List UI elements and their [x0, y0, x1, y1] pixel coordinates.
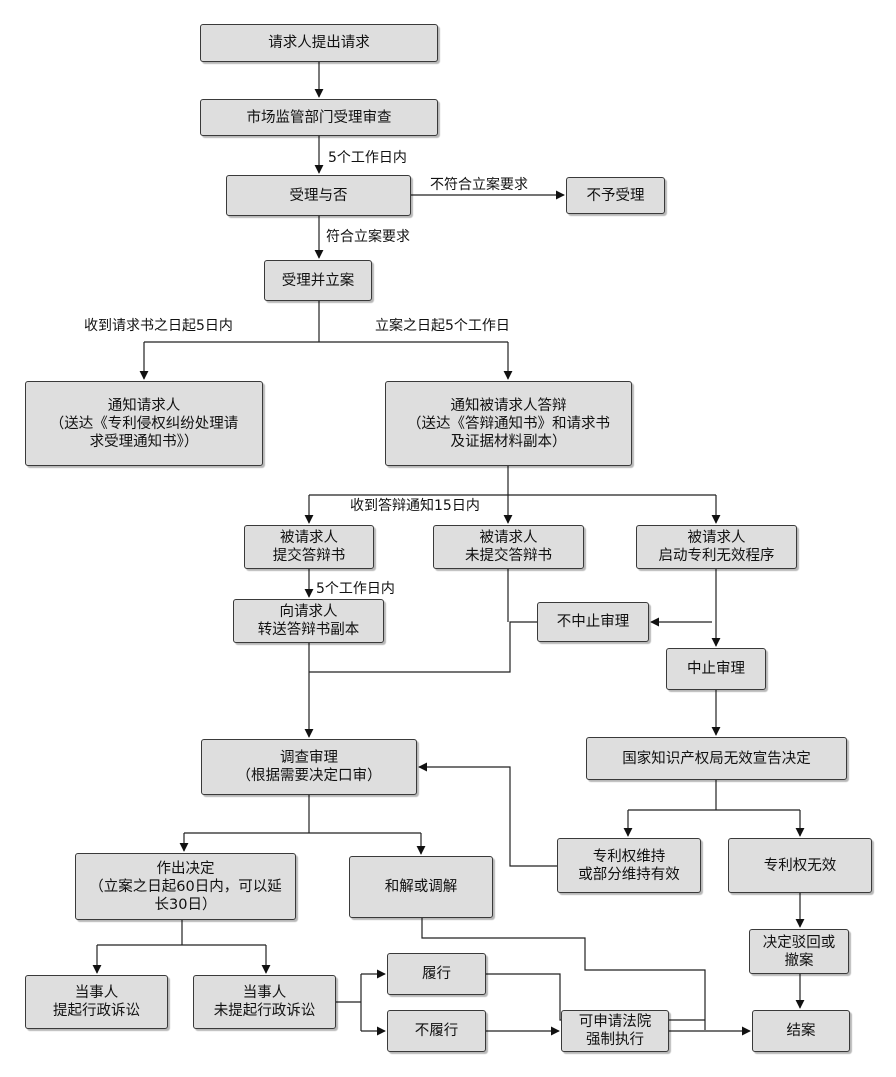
node-court-enforce: 可申请法院强制执行	[561, 1010, 669, 1052]
node-accept-file: 受理并立案	[264, 260, 372, 301]
node-text-line: 长30日）	[154, 896, 217, 913]
node-text-line: 和解或调解	[384, 879, 458, 895]
node-text-line: 受理并立案	[281, 272, 355, 289]
node-text-line: 通知请求人	[107, 397, 181, 414]
node-patent-invalid: 专利权无效	[728, 838, 872, 893]
node-request: 请求人提出请求	[200, 24, 438, 62]
node-party-no-litigate: 当事人未提起行政诉讼	[193, 975, 336, 1029]
node-text-line: 当事人	[242, 985, 287, 1001]
node-text-line: （送达《专利侵权纠纷处理请	[49, 415, 239, 432]
label-within-5-days-receipt: 收到请求书之日起5日内	[84, 318, 233, 334]
node-submit-defense: 被请求人提交答辩书	[244, 525, 374, 569]
node-review: 市场监管部门受理审查	[200, 99, 438, 136]
node-accept-or-not: 受理与否	[226, 175, 411, 216]
node-close-case: 结案	[752, 1010, 850, 1052]
node-text-line: 市场监管部门受理审查	[246, 109, 392, 126]
node-no-defense: 被请求人未提交答辩书	[433, 525, 584, 569]
node-text-line: 结案	[786, 1023, 816, 1039]
node-text-line: 决定驳回或	[762, 934, 836, 951]
node-text-line: 撤案	[784, 952, 814, 969]
node-text-line: 履行	[422, 966, 451, 982]
node-text-line: 转送答辩书副本	[257, 622, 360, 638]
line-connector	[309, 621, 537, 673]
node-text-line: 通知被请求人答辩	[450, 397, 567, 414]
node-text-line: 提起行政诉讼	[53, 1003, 140, 1019]
node-text-line: 及证据材料副本）	[450, 433, 567, 450]
node-text-line: 作出决定	[156, 860, 215, 877]
node-text-line: 不履行	[414, 1023, 459, 1039]
node-text-line: 不予受理	[586, 187, 645, 204]
node-text-line: 强制执行	[586, 1032, 644, 1048]
node-text-line: 被请求人	[479, 530, 538, 546]
node-text-line: 被请求人	[280, 530, 338, 546]
label-not-meet-requirements: 不符合立案要求	[430, 177, 528, 193]
node-settlement: 和解或调解	[349, 856, 493, 918]
node-text-line: 未提交答辩书	[465, 548, 552, 564]
arrow-connector	[418, 762, 557, 867]
node-text-line: 可申请法院	[578, 1014, 652, 1030]
node-patent-upheld: 专利权维持或部分维持有效	[557, 838, 701, 893]
node-text-line: （根据需要决定口审）	[236, 768, 382, 784]
node-text-line: （送达《答辩通知书》和请求书	[407, 415, 610, 432]
node-text-line: 请求人提出请求	[268, 35, 370, 51]
node-reject-or-withdraw: 决定驳回或撤案	[749, 929, 849, 974]
node-text-line: 受理与否	[289, 187, 348, 204]
label-meet-requirements: 符合立案要求	[326, 229, 410, 245]
node-text-line: 未提起行政诉讼	[213, 1003, 316, 1019]
node-notify-requester: 通知请求人（送达《专利侵权纠纷处理请求受理通知书》）	[25, 381, 263, 466]
node-cnipa-decision: 国家知识产权局无效宣告决定	[586, 737, 847, 780]
node-text-line: 国家知识产权局无效宣告决定	[622, 750, 811, 767]
label-within-5-days-forward: 5个工作日内	[316, 581, 395, 597]
label-within-15-days-notice: 收到答辩通知15日内	[350, 498, 480, 514]
label-within-5-days: 5个工作日内	[328, 150, 407, 166]
node-perform: 履行	[387, 953, 486, 995]
node-party-litigate: 当事人提起行政诉讼	[25, 975, 168, 1029]
node-text-line: 专利权无效	[763, 857, 837, 874]
node-reject: 不予受理	[566, 177, 665, 214]
node-text-line: 不中止审理	[556, 614, 630, 630]
node-text-line: 当事人	[74, 985, 119, 1001]
label-within-5-workdays-filing: 立案之日起5个工作日	[375, 318, 510, 334]
node-text-line: 被请求人	[687, 530, 746, 546]
node-text-line: 向请求人	[279, 604, 338, 620]
node-text-line: 调查审理	[280, 750, 338, 766]
node-text-line: 或部分维持有效	[578, 866, 680, 883]
node-investigate: 调查审理 （根据需要决定口审）	[201, 739, 417, 795]
node-notify-respondent: 通知被请求人答辩（送达《答辩通知书》和请求书及证据材料副本）	[385, 381, 632, 466]
node-not-perform: 不履行	[387, 1010, 486, 1052]
node-forward-defense: 向请求人转送答辩书副本	[233, 599, 384, 643]
node-text-line: 提交答辩书	[272, 548, 346, 564]
line-connector	[421, 918, 706, 1030]
node-not-suspend: 不中止审理	[537, 602, 649, 642]
node-text-line: 中止审理	[687, 661, 745, 677]
node-make-decision: 作出决定（立案之日起60日内，可以延长30日）	[75, 853, 296, 920]
node-text-line: 求受理通知书》）	[89, 433, 199, 450]
node-start-invalidation: 被请求人启动专利无效程序	[636, 525, 797, 569]
node-text-line: （立案之日起60日内，可以延	[89, 878, 282, 895]
node-text-line: 启动专利无效程序	[658, 548, 775, 564]
node-suspend: 中止审理	[666, 648, 766, 690]
node-text-line: 专利权维持	[592, 848, 666, 865]
